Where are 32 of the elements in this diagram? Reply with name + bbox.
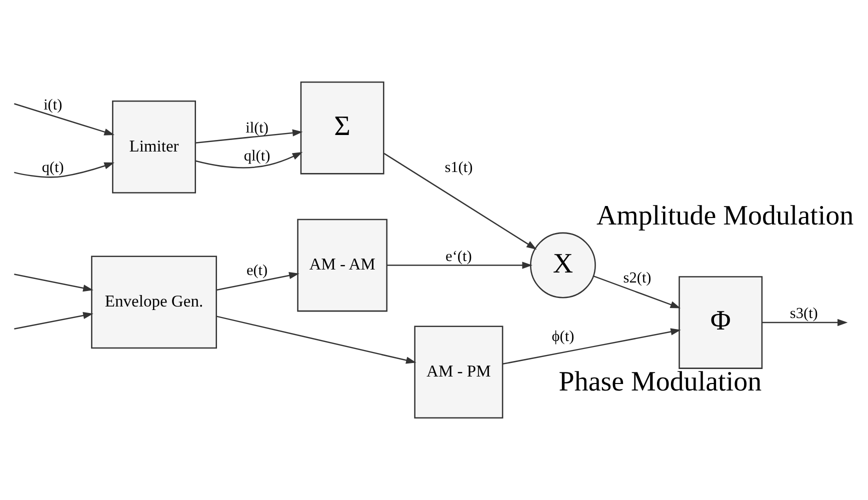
edge-label: e(t) (246, 262, 268, 279)
node-circle: X (530, 232, 596, 298)
node-box: Σ (300, 81, 384, 174)
arrow (216, 272, 300, 291)
arrow (387, 262, 532, 269)
arrow (196, 129, 303, 144)
arrow (216, 316, 416, 364)
arrow (762, 318, 848, 326)
edge-label: ϕ(t) (552, 328, 574, 346)
node-box: Limiter (112, 100, 196, 194)
edge-label: ql(t) (244, 147, 270, 164)
edge-label: q(t) (42, 158, 64, 176)
node-box: Φ (678, 276, 763, 369)
arrow (14, 162, 114, 178)
arrow (502, 328, 681, 365)
edge-label: s3(t) (790, 305, 818, 322)
edge-label: s2(t) (623, 270, 652, 287)
arrow (14, 312, 94, 330)
arrow (594, 276, 681, 308)
arrow (14, 274, 94, 292)
arrow (14, 103, 114, 136)
node-box: Envelope Gen. (91, 256, 217, 349)
node-label: Phase Modulation (558, 366, 762, 398)
node-box: AM - AM (297, 218, 388, 312)
arrow (196, 152, 303, 168)
node-box: AM - PM (414, 326, 504, 419)
edge-label: i(t) (44, 96, 62, 114)
arrow (384, 152, 537, 250)
edge-label: s1(t) (444, 158, 473, 176)
edge-label: il(t) (246, 119, 268, 136)
node-label: Amplitude Modulation (596, 200, 854, 232)
edge-label: e‘(t) (446, 248, 472, 265)
